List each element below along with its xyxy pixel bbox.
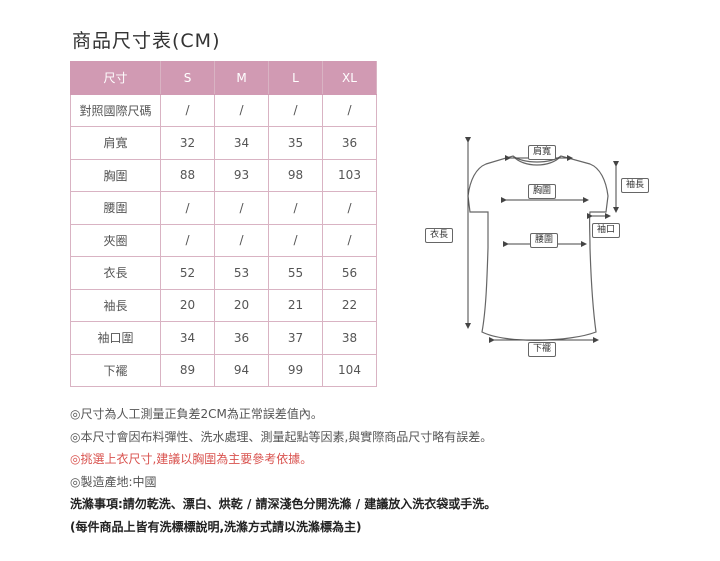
row-label: 胸圍 [70,158,161,192]
row-label: 袖長 [70,288,161,322]
notes-section: ◎尺寸為人工測量正負差2CM為正常誤差值內。 ◎本尺寸會因布料彈性、洗水處理、測… [70,403,496,538]
table-header-row: 尺寸 S M L XL [70,61,377,95]
table-cell: / [322,93,377,127]
label-sleeve: 袖長 [621,178,650,193]
table-cell: 93 [214,158,269,192]
table-cell: 103 [322,158,377,192]
row-label: 夾圈 [70,223,161,257]
table-cell: 36 [214,321,269,355]
header-cell-xl: XL [322,61,377,95]
row-label: 下襬 [70,353,161,387]
header-cell-size: 尺寸 [70,61,161,95]
measurement-diagram: 肩寬 胸圍 袖長 袖口 衣長 腰圍 下襬 [420,120,660,380]
label-cuff: 袖口 [592,223,621,238]
row-label: 袖口圍 [70,321,161,355]
table-cell: / [214,223,269,257]
row-label: 對照國際尺碼 [70,93,161,127]
table-row: 對照國際尺碼 / / / / [70,93,377,127]
table-row: 下襬 89 94 99 104 [70,353,377,387]
table-cell: 98 [268,158,323,192]
note-size-advice: ◎挑選上衣尺寸,建議以胸圍為主要參考依據。 [70,452,313,466]
table-cell: 53 [214,256,269,290]
table-cell: 38 [322,321,377,355]
label-shoulder: 肩寬 [528,145,557,160]
table-cell: 20 [214,288,269,322]
table-cell: 21 [268,288,323,322]
table-cell: 37 [268,321,323,355]
note-washing-instructions: 洗滌事項:請勿乾洗、漂白、烘乾 / 請深淺色分開洗滌 / 建議放入洗衣袋或手洗。 [70,497,497,511]
label-hem: 下襬 [528,342,557,357]
header-cell-l: L [268,61,323,95]
table-cell: 36 [322,126,377,160]
header-cell-s: S [160,61,215,95]
table-cell: / [160,223,215,257]
table-row: 袖長 20 20 21 22 [70,288,377,322]
note-measurement-tolerance: ◎尺寸為人工測量正負差2CM為正常誤差值內。 [70,407,323,421]
table-cell: / [268,93,323,127]
note-washing-label: (每件商品上皆有洗標標說明,洗滌方式請以洗滌標為主) [70,519,362,534]
table-cell: 52 [160,256,215,290]
header-cell-m: M [214,61,269,95]
table-cell: 34 [214,126,269,160]
table-row: 夾圈 / / / / [70,223,377,257]
table-cell: / [214,191,269,225]
table-cell: 34 [160,321,215,355]
table-row: 袖口圍 34 36 37 38 [70,321,377,355]
label-length: 衣長 [425,228,454,243]
table-cell: 88 [160,158,215,192]
note-origin: ◎製造產地:中國 [70,474,157,489]
table-cell: / [268,191,323,225]
row-label: 肩寬 [70,126,161,160]
tshirt-outline [467,155,609,341]
table-cell: 55 [268,256,323,290]
table-cell: 99 [268,353,323,387]
table-cell: 22 [322,288,377,322]
label-chest: 胸圍 [528,184,557,199]
table-cell: / [322,191,377,225]
table-cell: 35 [268,126,323,160]
table-row: 胸圍 88 93 98 103 [70,158,377,192]
table-cell: / [322,223,377,257]
table-cell: 94 [214,353,269,387]
row-label: 腰圍 [70,191,161,225]
table-cell: 20 [160,288,215,322]
row-label: 衣長 [70,256,161,290]
label-waist: 腰圍 [530,233,559,248]
table-cell: 104 [322,353,377,387]
table-cell: / [160,93,215,127]
size-chart-table: 尺寸 S M L XL 對照國際尺碼 / / / / 肩寬 32 34 35 3… [70,61,377,387]
table-cell: / [214,93,269,127]
table-cell: / [160,191,215,225]
note-size-variation: ◎本尺寸會因布料彈性、洗水處理、測量起點等因素,與實際商品尺寸略有誤差。 [70,429,493,444]
table-row: 肩寬 32 34 35 36 [70,126,377,160]
table-cell: 56 [322,256,377,290]
table-cell: 32 [160,126,215,160]
table-row: 衣長 52 53 55 56 [70,256,377,290]
table-row: 腰圍 / / / / [70,191,377,225]
table-cell: 89 [160,353,215,387]
page-title: 商品尺寸表(CM) [72,30,221,52]
table-cell: / [268,223,323,257]
